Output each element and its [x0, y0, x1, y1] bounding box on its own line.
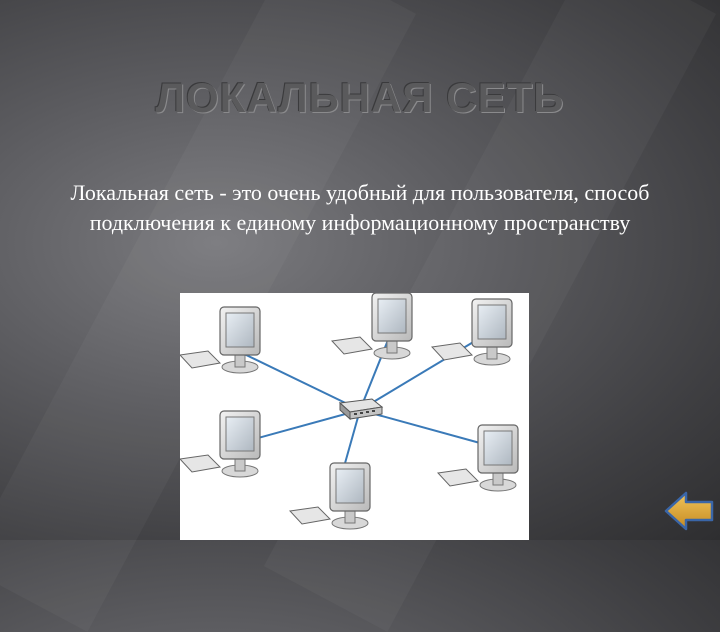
- hub-icon: [338, 398, 384, 421]
- computer-icon: [179, 410, 261, 478]
- computer-icon: [331, 292, 413, 360]
- computer-icon: [179, 306, 261, 374]
- network-diagram: [179, 292, 519, 530]
- computer-icon: [289, 462, 371, 530]
- arrow-left-icon: [664, 491, 714, 531]
- slide-title: ЛОКАЛЬНАЯ СЕТЬ: [155, 74, 565, 121]
- back-button[interactable]: [664, 491, 714, 531]
- network-diagram-image: [179, 292, 529, 540]
- slide-body-text: Локальная сеть - это очень удобный для п…: [70, 180, 650, 235]
- computer-icon: [431, 298, 513, 366]
